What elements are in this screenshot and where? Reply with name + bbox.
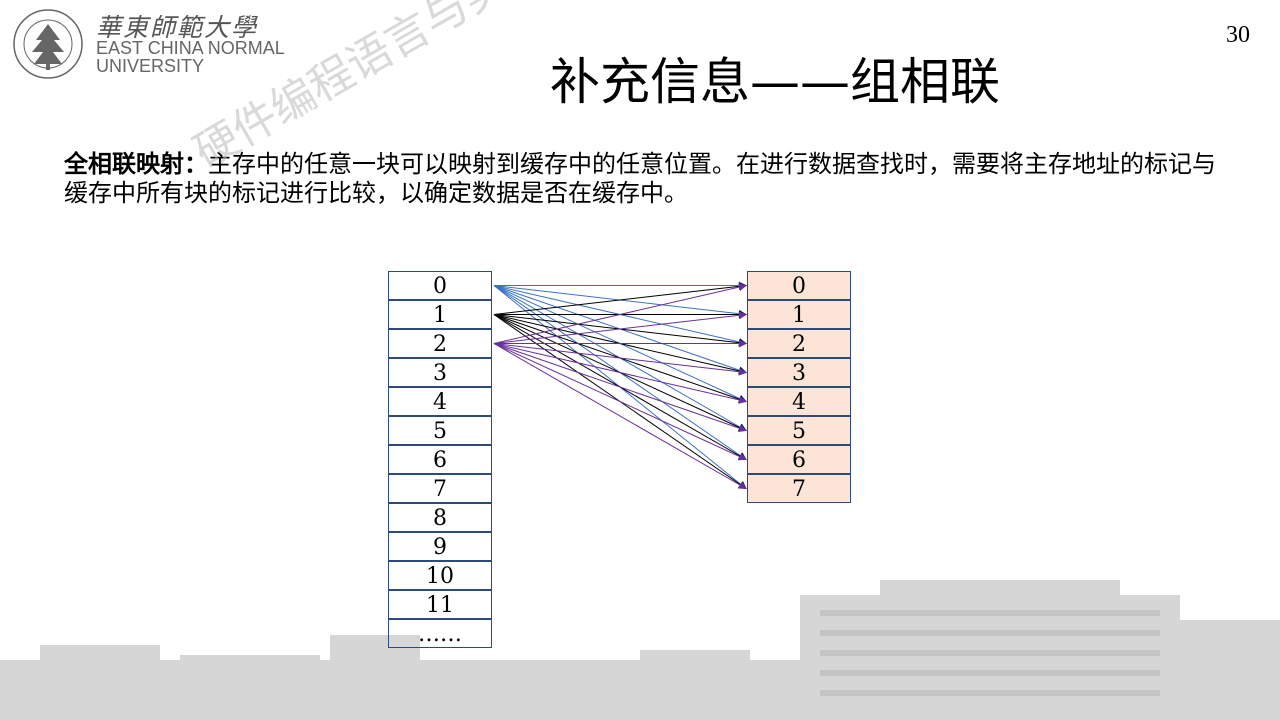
- mapping-arrow: [493, 283, 747, 344]
- mapping-arrow: [493, 311, 747, 344]
- university-name-en-line2: UNIVERSITY: [96, 56, 205, 76]
- mapping-arrow: [493, 343, 747, 404]
- cache-block: 3: [747, 358, 851, 387]
- term-label: 全相联映射：: [64, 150, 208, 178]
- cache-block: 7: [747, 474, 851, 503]
- main-memory-block: 10: [388, 561, 492, 590]
- main-memory-block: 7: [388, 474, 492, 503]
- main-memory-block: 6: [388, 445, 492, 474]
- main-memory-block: 11: [388, 590, 492, 619]
- mapping-arrow: [493, 343, 747, 376]
- main-memory-block: 0: [388, 271, 492, 300]
- mapping-arrow: [493, 343, 747, 489]
- main-memory-block: ……: [388, 619, 492, 648]
- mapping-arrow: [493, 343, 747, 432]
- main-memory-block: 4: [388, 387, 492, 416]
- main-memory-block: 5: [388, 416, 492, 445]
- university-name-en-line1: EAST CHINA NORMAL: [96, 38, 285, 58]
- cache-block: 2: [747, 329, 851, 358]
- university-name-cn: 華東師範大學: [96, 13, 259, 42]
- campus-skyline-background: [0, 580, 1280, 720]
- mapping-arrow: [493, 282, 747, 315]
- main-memory-block: 3: [388, 358, 492, 387]
- university-logo: [10, 6, 300, 86]
- cache-block: 5: [747, 416, 851, 445]
- slide-title: 补充信息——组相联: [550, 53, 1000, 111]
- cache-block: 0: [747, 271, 851, 300]
- mapping-arrow: [493, 343, 747, 461]
- cache-block: 6: [747, 445, 851, 474]
- cache-block: 1: [747, 300, 851, 329]
- main-memory-block: 1: [388, 300, 492, 329]
- page-number: 30: [1226, 22, 1250, 48]
- term-description: 主存中的任意一块可以映射到缓存中的任意位置。在进行数据查找时，需要将主存地址的标…: [64, 150, 1216, 207]
- ecnu-emblem-icon: [13, 9, 83, 79]
- main-memory-block: 9: [388, 532, 492, 561]
- cache-block: 4: [747, 387, 851, 416]
- main-memory-block: 2: [388, 329, 492, 358]
- description-paragraph: 全相联映射：主存中的任意一块可以映射到缓存中的任意位置。在进行数据查找时，需要将…: [64, 150, 1234, 208]
- main-memory-block: 8: [388, 503, 492, 532]
